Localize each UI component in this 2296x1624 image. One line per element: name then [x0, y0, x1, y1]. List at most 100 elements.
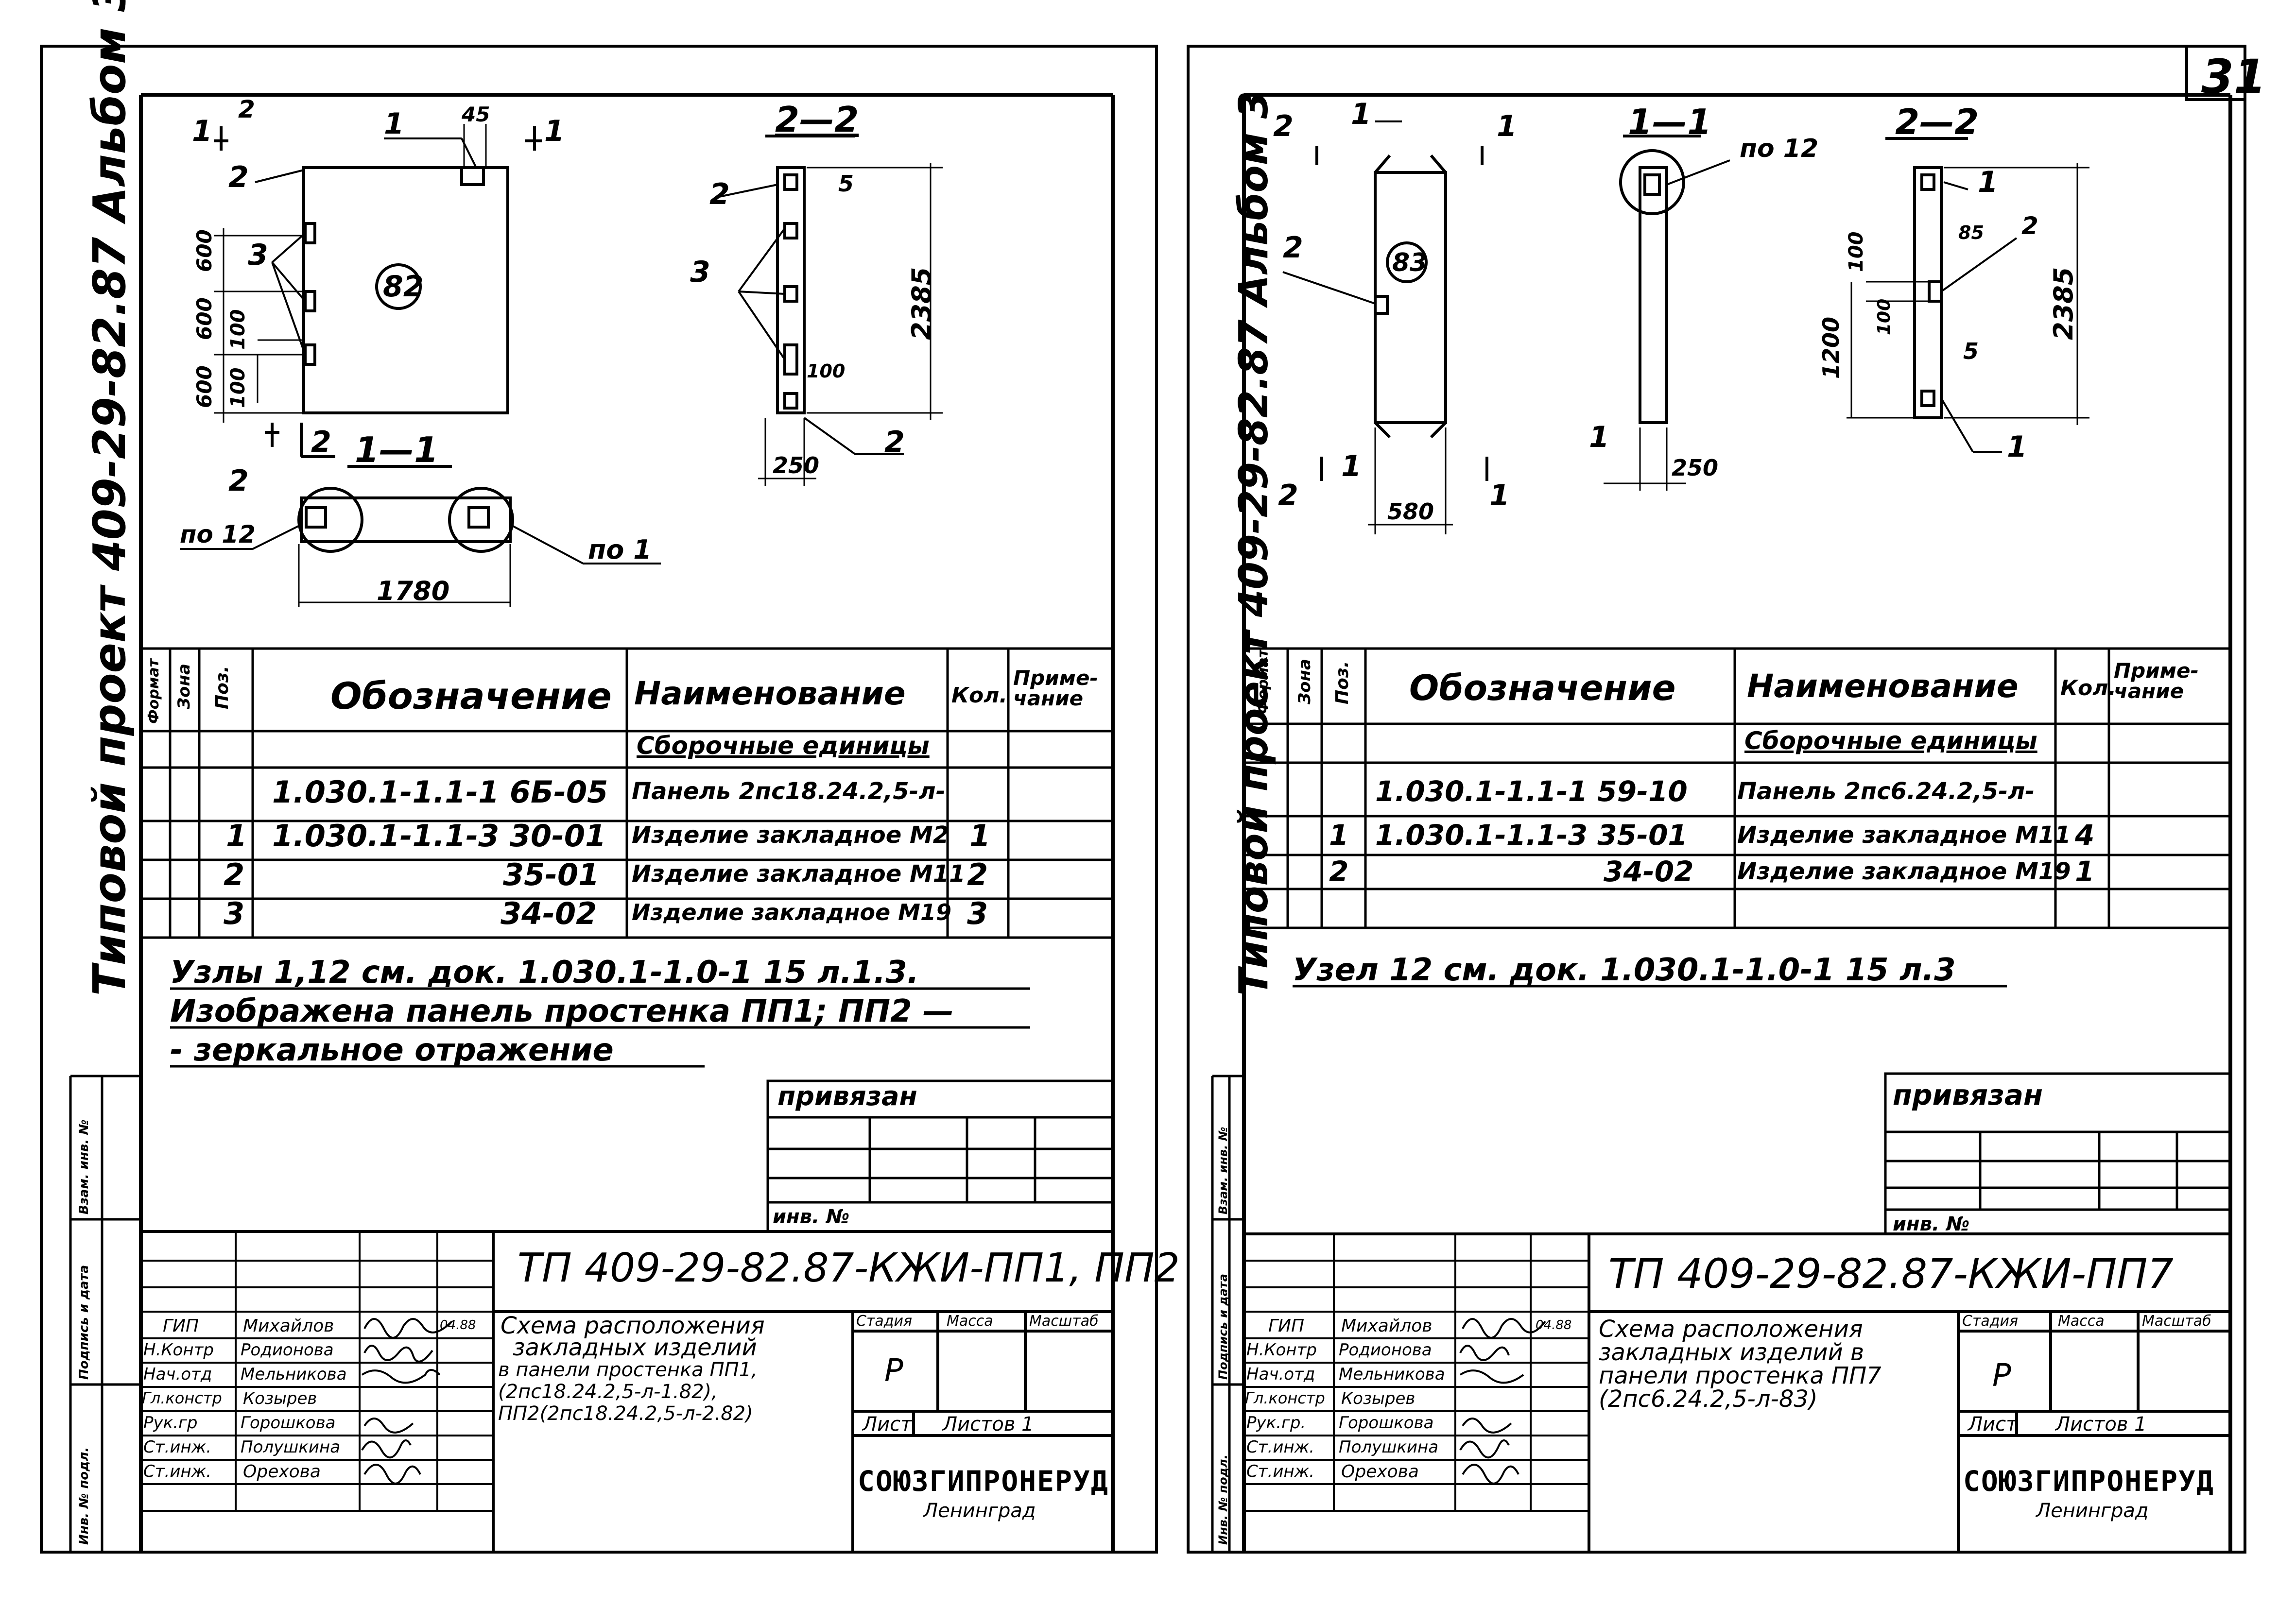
- right-section-2-2: [1847, 137, 2089, 453]
- right-name-6: Орехова: [1341, 1462, 1419, 1482]
- left-name-5: Полушкина: [241, 1437, 341, 1457]
- right-leader-r2: 2: [2021, 212, 2038, 240]
- right-cut1-bottom: 1: [1489, 479, 1510, 513]
- left-h-designation: Обозначение: [330, 674, 612, 718]
- right-outer-frame: [1187, 45, 2246, 1554]
- right-leader-r1b: 1: [2007, 430, 2027, 464]
- right-dim-1b: 1: [1589, 420, 1609, 454]
- left-sec11-title: 1—1: [355, 429, 439, 470]
- left-cut2-bottom-b: 2: [311, 425, 331, 459]
- left-group: Сборочные единицы: [637, 732, 930, 760]
- right-h-qty: Кол.: [2060, 676, 2117, 701]
- right-name-4: Горошкова: [1339, 1413, 1434, 1433]
- left-sec22-title: 2—2: [775, 99, 859, 140]
- left-stamp-org: СОЮЗГИПРОНЕРУД: [858, 1465, 1109, 1498]
- right-stamp-listov: Листов 1: [2055, 1413, 2147, 1436]
- left-dim-45: 45: [462, 103, 490, 126]
- left-stamp-listov: Листов 1: [943, 1413, 1034, 1436]
- left-name-1: Родионова: [241, 1340, 334, 1360]
- right-panel-front: [1282, 120, 1488, 534]
- left-po1: по 1: [588, 534, 652, 565]
- left-cut1-left: 1: [192, 114, 212, 148]
- right-role-0: ГИП: [1268, 1316, 1305, 1336]
- left-note-3: - зеркальное отражение: [170, 1032, 614, 1068]
- left-stamp-date: 04.88: [440, 1318, 476, 1333]
- right-role-1: Н.Контр: [1246, 1340, 1317, 1360]
- left-leader-2a: 2: [228, 160, 249, 194]
- right-stamp-title-3: панели простенка ПП7: [1599, 1362, 1882, 1389]
- right-stamp-massa: Масса: [2058, 1313, 2105, 1330]
- right-row1-pos: 1: [1329, 819, 1349, 852]
- left-role-0: ГИП: [163, 1316, 199, 1336]
- left-inv-no: инв. №: [773, 1206, 850, 1228]
- left-name-3: Козырев: [243, 1389, 317, 1408]
- right-leader-2a: 2: [1283, 231, 1303, 265]
- left-stamp-city: Ленинград: [923, 1500, 1036, 1522]
- right-row2-name: Изделие закладное М19: [1737, 858, 2071, 885]
- right-note-1: Узел 12 см. док. 1.030.1-1.0-1 15 л.3: [1293, 952, 1956, 988]
- right-name-3: Козырев: [1341, 1389, 1416, 1408]
- right-row2-qty: 1: [2075, 855, 2095, 888]
- right-spec-grid: [1244, 647, 2230, 929]
- left-dim-100-c: 100: [807, 360, 846, 382]
- right-stamp-title-4: (2пс6.24.2,5-л-83): [1599, 1385, 1818, 1413]
- right-row1-qty: 4: [2075, 819, 2095, 852]
- signature-3: [1459, 1369, 1524, 1384]
- left-row2-pos: 2: [224, 857, 245, 892]
- left-stamp-code: ТП 409-29-82.87-КЖИ-ПП1, ПП2: [518, 1245, 1180, 1291]
- left-section-1-1: [180, 465, 661, 607]
- left-cut2-bottom: 2: [228, 464, 249, 498]
- right-stamp-masshtab: Масштаб: [2142, 1313, 2211, 1330]
- left-row1-pos: 1: [226, 818, 247, 854]
- left-role-5: Ст.инж.: [143, 1437, 212, 1457]
- left-name-4: Горошкова: [241, 1413, 336, 1433]
- left-row3-qty: 3: [967, 896, 988, 931]
- left-spec-grid: [141, 647, 1113, 939]
- left-leader-3b: 3: [690, 255, 710, 289]
- left-leader-2b: 2: [709, 177, 730, 211]
- left-row1-designation: 1.030.1-1.1-3 30-01: [272, 818, 606, 854]
- right-row0-designation: 1.030.1-1.1-1 59-10: [1375, 775, 1688, 808]
- right-h-designation: Обозначение: [1409, 667, 1676, 708]
- right-name-5: Полушкина: [1339, 1437, 1439, 1457]
- signature-2: [363, 1345, 433, 1363]
- left-row0-designation: 1.030.1-1.1-1 6Б-05: [272, 774, 608, 810]
- signature-4: [363, 1418, 414, 1434]
- left-stamp-stadia: Стадия: [856, 1313, 913, 1330]
- left-row2-name: Изделие закладное М11: [632, 860, 966, 888]
- left-name-0: Михайлов: [243, 1316, 334, 1336]
- right-stamp-stadia: Стадия: [1962, 1313, 2019, 1330]
- signature-3: [361, 1369, 441, 1384]
- right-name-0: Михайлов: [1341, 1316, 1433, 1336]
- right-name-2: Мельникова: [1339, 1365, 1445, 1384]
- right-inv-no: инв. №: [1893, 1213, 1970, 1235]
- right-leader-1a: 1: [1351, 97, 1371, 131]
- right-section-1-1: [1604, 135, 1730, 491]
- left-row3-pos: 3: [224, 896, 245, 931]
- left-note-2: Изображена панель простенка ПП1; ПП2 —: [170, 993, 954, 1029]
- signature-6: [1462, 1464, 1519, 1485]
- left-role-4: Рук.гр: [143, 1413, 198, 1433]
- left-role-6: Ст.инж.: [143, 1462, 212, 1481]
- right-stamp-stadia-val: Р: [1992, 1358, 2011, 1394]
- left-row3-name: Изделие закладное М19: [632, 899, 951, 925]
- right-row2-designation: 34-02: [1604, 855, 1694, 888]
- left-row0-name: Панель 2пс18.24.2,5-л-: [632, 778, 946, 805]
- right-dim-5: 5: [1963, 338, 1979, 364]
- right-sec11-title: 1—1: [1628, 102, 1712, 142]
- left-h-note: Приме-чание: [1013, 666, 1098, 710]
- right-h-note: Приме-чание: [2114, 659, 2199, 703]
- left-cut1-right: 1: [544, 114, 565, 148]
- left-row2-qty: 2: [967, 857, 988, 892]
- right-role-5: Ст.инж.: [1246, 1437, 1315, 1457]
- right-leader-r1: 1: [1978, 165, 1998, 199]
- right-stamp-city: Ленинград: [2036, 1500, 2149, 1522]
- right-stamp-title-1: Схема расположения: [1599, 1316, 1863, 1343]
- left-h-name: Наименование: [634, 675, 906, 712]
- left-row1-qty: 1: [969, 818, 991, 854]
- left-cut2-top: 2: [238, 95, 255, 123]
- signature-5: [1459, 1439, 1510, 1459]
- left-role-1: Н.Контр: [143, 1340, 214, 1360]
- right-sec22-title: 2—2: [1895, 102, 1979, 142]
